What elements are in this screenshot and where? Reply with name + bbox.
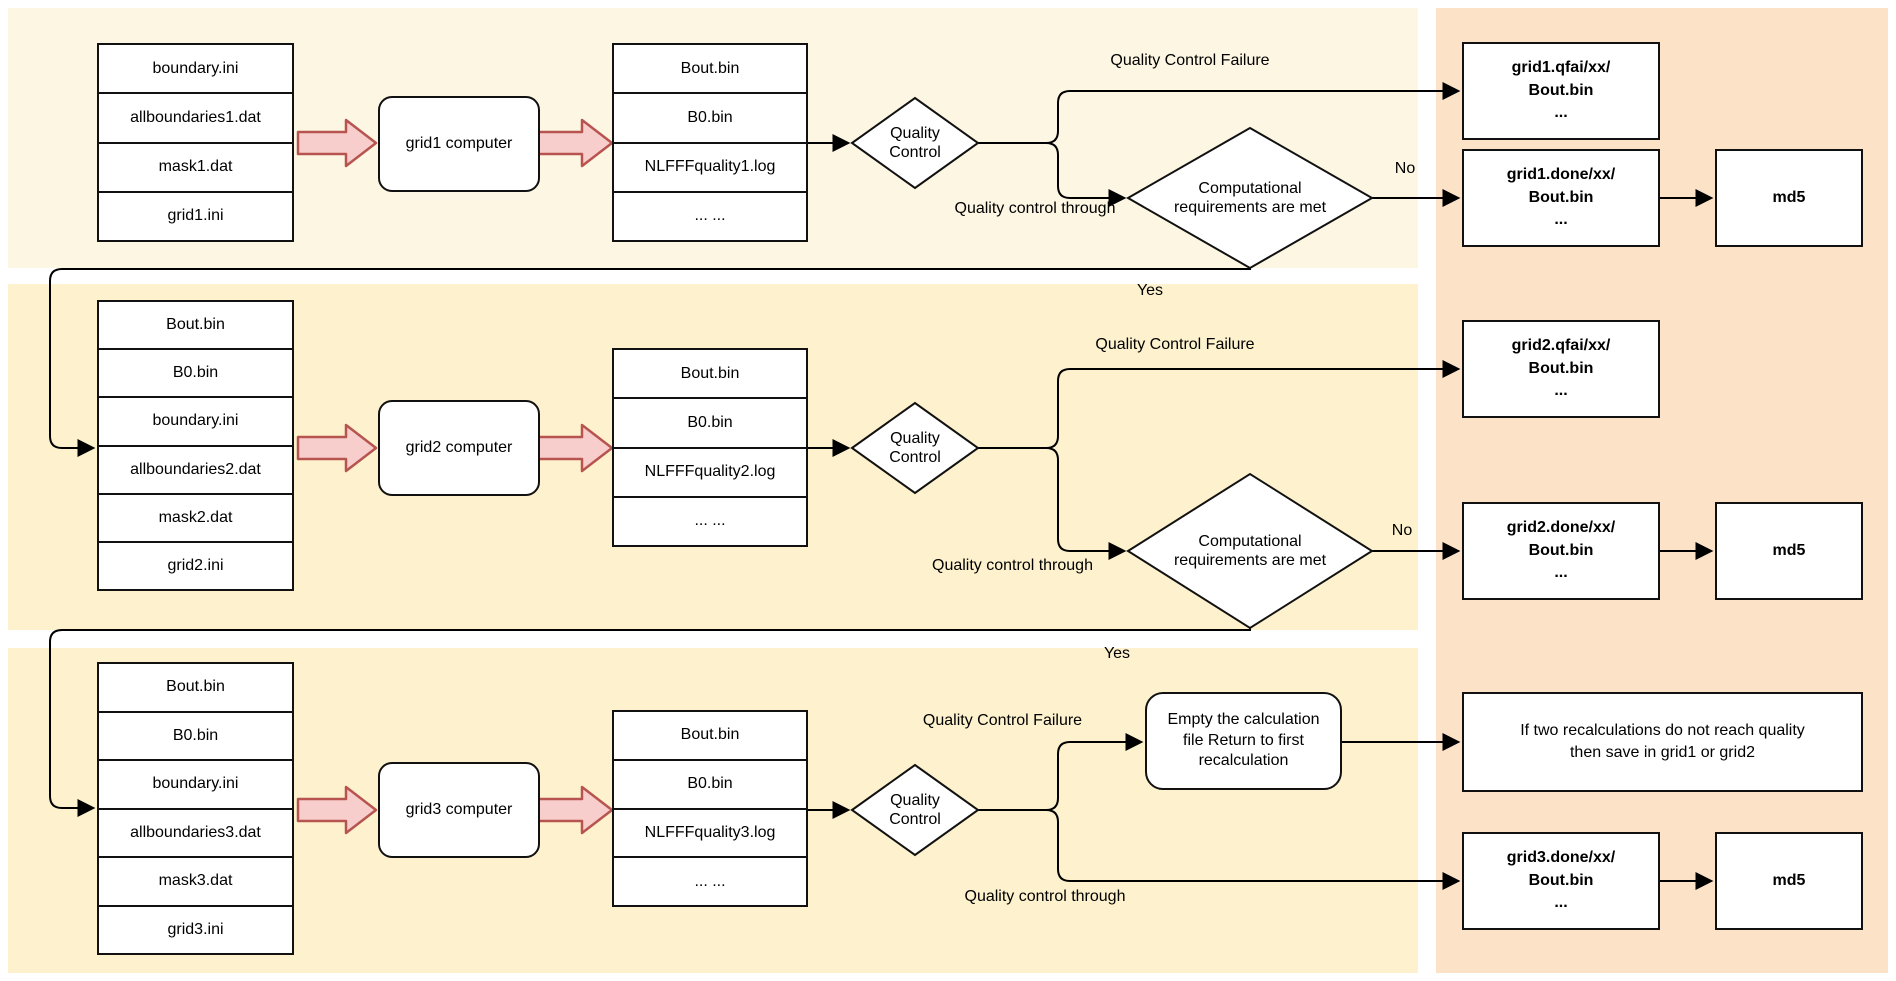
connector-qc1-through — [978, 142, 1127, 207]
quality-control-label-3: Quality Control — [889, 791, 941, 828]
recalculation-note-box: If two recalculations do not reach quali… — [1462, 692, 1863, 792]
file-item: allboundaries2.dat — [99, 447, 292, 495]
grid2-done-box: grid2.done/xx/ Bout.bin ... — [1462, 502, 1660, 600]
connector-qc2-through — [978, 447, 1127, 560]
empty-recalculation-node: Empty the calculation file Return to fir… — [1145, 692, 1342, 790]
grid1-input-stack: boundary.ini allboundaries1.dat mask1.da… — [97, 43, 294, 242]
block-arrow-out1-icon — [536, 118, 614, 168]
no-label-1: No — [1394, 160, 1416, 177]
grid2-input-stack: Bout.bin B0.bin boundary.ini allboundari… — [97, 300, 294, 591]
file-item: ... ... — [694, 512, 726, 530]
file-item: grid3.ini — [167, 920, 224, 938]
grid3-md5-box: md5 — [1715, 832, 1863, 930]
file-item: Bout.bin — [614, 350, 806, 400]
yes-label-2: Yes — [1103, 645, 1131, 662]
file-item: mask3.dat — [99, 858, 292, 907]
block-arrow-in3-icon — [296, 785, 378, 835]
computational-label-1: Computational requirements are met — [1173, 179, 1327, 216]
grid3-input-stack: Bout.bin B0.bin boundary.ini allboundari… — [97, 662, 294, 955]
file-item: grid1.ini — [167, 207, 224, 225]
grid1-output-stack: Bout.bin B0.bin NLFFFquality1.log ... ..… — [612, 43, 808, 242]
connector-qc1-failure — [978, 82, 1461, 144]
qc-failure-label-3: Quality Control Failure — [922, 712, 1083, 729]
computational-diamond-1 — [1125, 126, 1375, 270]
connector-qc3-through — [978, 809, 1461, 890]
grid3-done-box: grid3.done/xx/ Bout.bin ... — [1462, 832, 1660, 930]
grid3-output-stack: Bout.bin B0.bin NLFFFquality3.log ... ..… — [612, 710, 808, 907]
qc-failure-label-2: Quality Control Failure — [1095, 336, 1255, 353]
connector-qc3-failure — [978, 733, 1144, 811]
file-item: B0.bin — [614, 761, 806, 810]
quality-control-diamond-3 — [850, 763, 980, 857]
file-item: Bout.bin — [614, 712, 806, 761]
grid1-computer-node: grid1 computer — [378, 96, 540, 192]
file-item: boundary.ini — [99, 398, 292, 447]
file-item: Bout.bin — [99, 664, 292, 713]
file-item: Bout.bin — [614, 45, 806, 95]
connector-comp2-yes — [49, 628, 1251, 817]
grid1-done-box: grid1.done/xx/ Bout.bin ... — [1462, 149, 1660, 247]
file-item: B0.bin — [614, 94, 806, 144]
file-item: ... ... — [694, 207, 726, 225]
block-arrow-out3-icon — [536, 785, 614, 835]
connector-qc2-failure — [978, 360, 1461, 449]
grid2-output-stack: Bout.bin B0.bin NLFFFquality2.log ... ..… — [612, 348, 808, 547]
file-item: NLFFFquality2.log — [614, 449, 806, 498]
quality-control-label-2: Quality Control — [889, 429, 941, 466]
qc-through-label-2: Quality control through — [932, 557, 1093, 574]
grid2-md5-box: md5 — [1715, 502, 1863, 600]
computational-diamond-2 — [1126, 472, 1374, 630]
block-arrow-out2-icon — [536, 423, 614, 473]
file-item: B0.bin — [614, 399, 806, 449]
file-item: B0.bin — [99, 713, 292, 761]
file-item: mask1.dat — [99, 144, 292, 193]
quality-control-label-1: Quality Control — [889, 124, 941, 161]
block-arrow-in1-icon — [296, 118, 378, 168]
file-item: mask2.dat — [99, 495, 292, 543]
grid2-qfai-box: grid2.qfai/xx/ Bout.bin ... — [1462, 320, 1660, 418]
quality-control-diamond-1 — [850, 96, 980, 190]
file-item: boundary.ini — [99, 761, 292, 810]
file-item: boundary.ini — [99, 45, 292, 95]
file-item: grid2.ini — [167, 556, 224, 574]
block-arrow-in2-icon — [296, 423, 378, 473]
connector-comp1-yes — [49, 268, 1251, 457]
qc-through-label-3: Quality control through — [964, 888, 1126, 905]
quality-control-diamond-2 — [850, 401, 980, 495]
grid1-md5-box: md5 — [1715, 149, 1863, 247]
grid1-qfai-box: grid1.qfai/xx/ Bout.bin ... — [1462, 42, 1660, 140]
file-item: allboundaries3.dat — [99, 810, 292, 858]
qc-failure-label-1: Quality Control Failure — [1110, 52, 1270, 69]
file-item: Bout.bin — [99, 302, 292, 351]
file-item: NLFFFquality1.log — [614, 144, 806, 193]
file-item: NLFFFquality3.log — [614, 810, 806, 859]
file-item: B0.bin — [99, 350, 292, 399]
qc-through-label-1: Quality control through — [954, 200, 1116, 217]
file-item: allboundaries1.dat — [99, 94, 292, 144]
computational-label-2: Computational requirements are met — [1173, 532, 1327, 569]
file-item: ... ... — [694, 872, 726, 890]
grid2-computer-node: grid2 computer — [378, 400, 540, 496]
no-label-2: No — [1391, 522, 1413, 539]
grid3-computer-node: grid3 computer — [378, 762, 540, 858]
yes-label-1: Yes — [1136, 282, 1164, 299]
